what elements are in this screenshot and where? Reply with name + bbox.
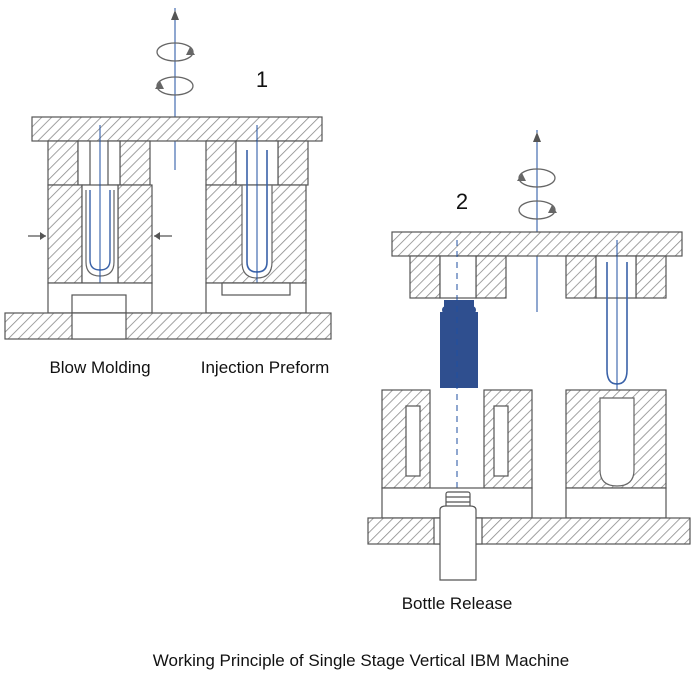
falling-bottle-outline [439, 491, 477, 581]
press-arrow-left-icon [40, 232, 46, 240]
stage-1-number: 1 [256, 67, 268, 92]
stage-2-floor [367, 517, 691, 545]
blow-molding-caption: Blow Molding [49, 358, 150, 377]
press-arrow-right-icon [154, 232, 160, 240]
stage-2-rotation-icon [517, 168, 557, 220]
stage-2-assembly [367, 130, 691, 581]
stage-1-floor [4, 312, 332, 340]
diagram-title: Working Principle of Single Stage Vertic… [153, 651, 569, 670]
blow-mold-left-half [47, 184, 83, 284]
injection-preform-caption: Injection Preform [201, 358, 330, 377]
stage-1-axis-arrow-icon [171, 10, 179, 20]
stage-1-rotation-icon [155, 42, 195, 96]
bottle-release-caption: Bottle Release [402, 594, 513, 613]
released-bottle-dark [440, 312, 478, 388]
stage-1-top-plate [31, 116, 323, 142]
stage-2-number: 2 [456, 189, 468, 214]
stage-2-axis-arrow-icon [533, 132, 541, 142]
stage-2-top-plate [391, 231, 683, 257]
stage-1-assembly [4, 8, 332, 340]
blow-mold-right-half [117, 184, 153, 284]
